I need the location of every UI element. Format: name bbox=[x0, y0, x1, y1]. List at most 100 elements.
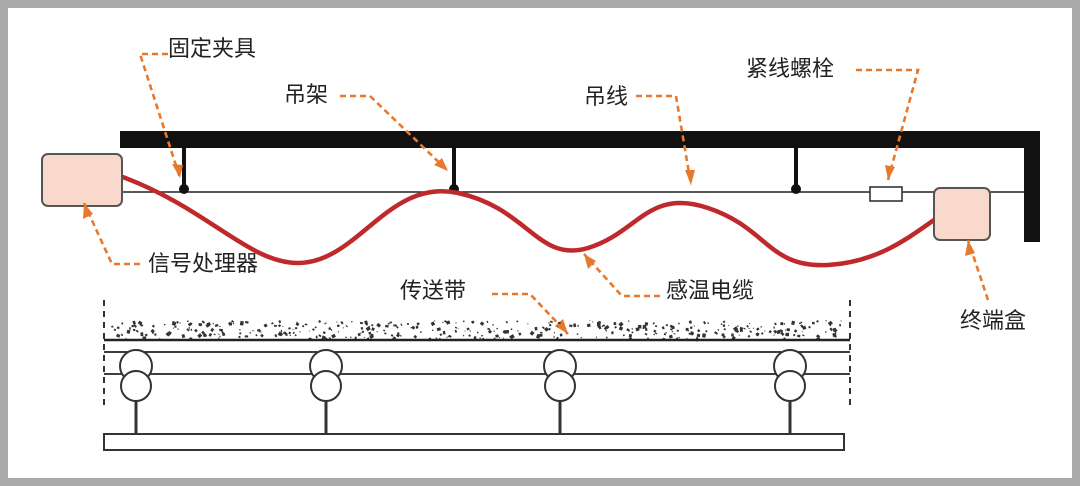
material-particle bbox=[603, 326, 608, 331]
material-particle bbox=[553, 336, 556, 338]
material-particle bbox=[396, 326, 399, 329]
material-particle bbox=[733, 326, 739, 332]
material-particle bbox=[311, 328, 315, 331]
material-particle bbox=[602, 324, 606, 327]
material-particle bbox=[318, 334, 322, 338]
material-particle bbox=[702, 333, 706, 338]
material-particle bbox=[466, 327, 470, 331]
material-particle bbox=[645, 327, 648, 332]
material-particle bbox=[470, 320, 475, 324]
material-particle bbox=[690, 326, 693, 329]
material-particle bbox=[722, 321, 724, 323]
material-particle bbox=[595, 336, 598, 339]
material-particle bbox=[364, 320, 368, 325]
material-particle bbox=[696, 333, 701, 338]
material-particle bbox=[717, 329, 720, 331]
material-particle bbox=[597, 322, 601, 326]
material-particle bbox=[693, 325, 695, 327]
material-particle bbox=[216, 323, 219, 327]
material-particle bbox=[283, 331, 287, 335]
material-particle bbox=[597, 320, 602, 325]
material-particle bbox=[792, 333, 796, 337]
material-particle bbox=[739, 326, 744, 330]
material-particle bbox=[479, 321, 485, 326]
material-particle bbox=[486, 320, 489, 324]
material-particle bbox=[350, 320, 353, 323]
material-particle bbox=[177, 328, 179, 330]
material-particle bbox=[644, 322, 649, 326]
material-particle bbox=[363, 336, 365, 339]
material-particle bbox=[288, 331, 291, 335]
material-particle bbox=[779, 329, 784, 333]
tension-bolt bbox=[869, 186, 903, 202]
material-particle bbox=[369, 334, 374, 339]
material-particle bbox=[399, 334, 402, 337]
material-particle bbox=[798, 322, 801, 325]
material-particle bbox=[687, 329, 690, 332]
material-particle bbox=[406, 323, 410, 325]
material-particle bbox=[365, 326, 371, 332]
material-particle bbox=[517, 330, 519, 332]
material-particle bbox=[282, 325, 284, 328]
material-particle bbox=[354, 336, 357, 339]
material-particle bbox=[198, 323, 203, 327]
callout-conveyor-belt bbox=[492, 292, 569, 335]
material-particle bbox=[240, 323, 243, 326]
material-particle bbox=[697, 329, 701, 333]
material-particle bbox=[400, 323, 403, 326]
material-particle bbox=[376, 331, 378, 333]
arrowhead-heat-sensing-cable bbox=[584, 254, 596, 269]
material-particle bbox=[678, 322, 680, 325]
material-particle bbox=[120, 333, 124, 337]
material-particle bbox=[113, 328, 117, 332]
material-particle bbox=[410, 327, 412, 329]
material-particle bbox=[605, 329, 608, 332]
arrowhead-fixed-clamp bbox=[172, 164, 183, 178]
label-suspension-wire: 吊线 bbox=[584, 85, 629, 110]
material-particle bbox=[151, 332, 155, 335]
material-particle bbox=[384, 332, 387, 335]
material-particle bbox=[756, 328, 758, 331]
material-particle bbox=[834, 331, 837, 334]
material-particle bbox=[321, 335, 326, 340]
material-particle bbox=[731, 333, 734, 337]
material-particle bbox=[368, 331, 372, 335]
material-particle bbox=[568, 324, 573, 328]
material-particle bbox=[385, 324, 389, 328]
material-particle bbox=[252, 329, 254, 332]
material-particle bbox=[714, 331, 719, 335]
material-particle bbox=[755, 332, 760, 337]
material-particle bbox=[208, 333, 213, 337]
material-particle bbox=[304, 323, 308, 326]
material-particle bbox=[644, 332, 648, 336]
material-particle bbox=[743, 327, 746, 330]
material-particle bbox=[816, 334, 821, 339]
material-particle bbox=[345, 336, 347, 339]
material-particle bbox=[668, 334, 673, 339]
material-particle bbox=[188, 327, 191, 329]
material-particle bbox=[636, 327, 639, 330]
material-particle bbox=[473, 336, 477, 340]
material-particle bbox=[436, 327, 442, 332]
material-particle bbox=[442, 330, 446, 335]
label-signal-processor: 信号处理器 bbox=[148, 252, 259, 277]
material-particle bbox=[228, 322, 231, 325]
diagram-canvas: 固定夹具 吊架 吊线 紧线螺栓 信号处理器 传送带 感温电缆 终端盒 bbox=[8, 8, 1072, 478]
material-particle bbox=[509, 334, 515, 340]
material-particle bbox=[349, 336, 352, 338]
material-particle bbox=[357, 332, 361, 337]
material-particle bbox=[642, 327, 645, 330]
material-particle bbox=[294, 327, 298, 330]
material-particle bbox=[631, 327, 633, 330]
material-particle bbox=[314, 326, 317, 329]
material-particle bbox=[133, 324, 137, 328]
material-particle bbox=[487, 327, 491, 331]
material-particle bbox=[479, 337, 482, 339]
material-particle bbox=[263, 323, 268, 328]
material-particle bbox=[292, 331, 295, 335]
material-particle bbox=[360, 327, 363, 330]
roller-4 bbox=[773, 349, 807, 434]
material-particle bbox=[773, 329, 778, 334]
material-particle bbox=[277, 331, 283, 337]
material-particle bbox=[832, 327, 837, 332]
